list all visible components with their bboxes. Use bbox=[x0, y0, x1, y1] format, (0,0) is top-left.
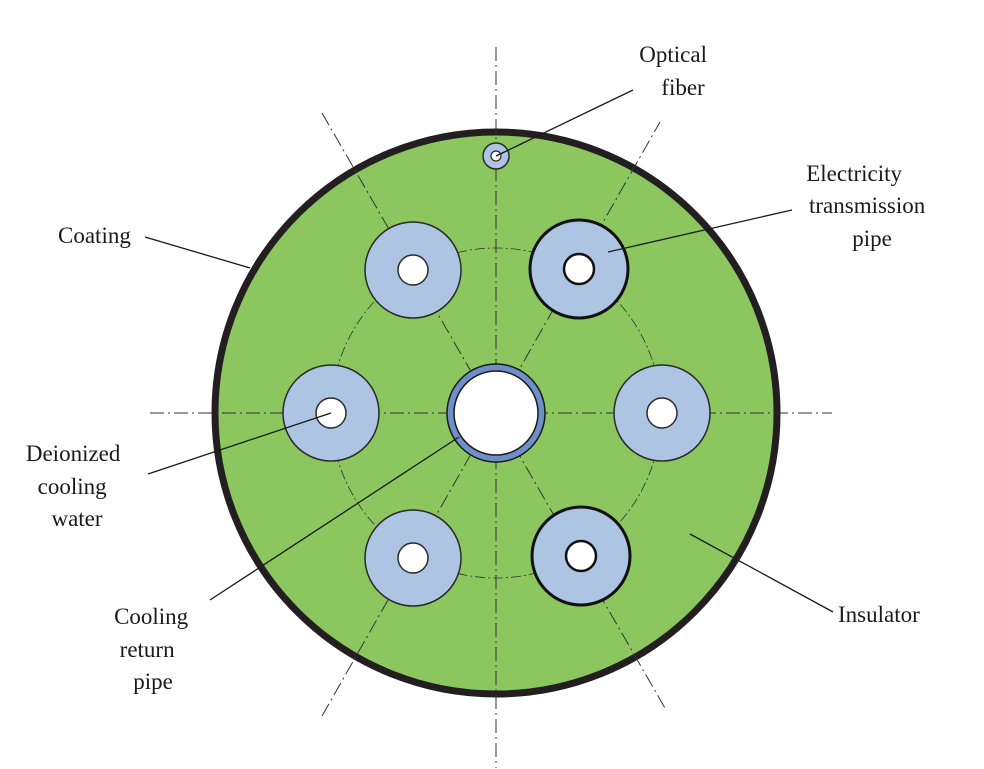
label-cooling-return-pipe-line-1: Cooling bbox=[114, 604, 189, 629]
label-electricity-pipe-line-2: transmission bbox=[809, 193, 926, 218]
label-optical-fiber-line-1: Optical bbox=[639, 42, 707, 67]
leader-lines bbox=[144, 89, 834, 613]
label-coating-line-1: Coating bbox=[58, 223, 131, 248]
pipe-hole bbox=[562, 252, 596, 286]
label-cooling-return-pipe-line-3: pipe bbox=[133, 669, 173, 694]
pipe-hole bbox=[646, 397, 678, 429]
label-cooling-return-pipe-line-2: return bbox=[120, 637, 175, 662]
label-insulator: Insulator bbox=[838, 602, 920, 627]
label-insulator-line-1: Insulator bbox=[838, 602, 920, 627]
label-electricity-pipe-line-3: pipe bbox=[852, 226, 892, 251]
pipe-top-left bbox=[364, 221, 462, 319]
label-deionized-water-line-3: water bbox=[51, 506, 102, 531]
pipe-hole bbox=[564, 539, 598, 573]
leader-optical-fiber bbox=[495, 89, 634, 157]
leader-insulator bbox=[689, 533, 834, 613]
cooling-return-pipe bbox=[446, 363, 546, 463]
pipe-right bbox=[613, 364, 711, 462]
leader-coating bbox=[144, 236, 251, 269]
label-cooling-return-pipe: Cooling return pipe bbox=[114, 604, 194, 694]
pipe-hole bbox=[397, 254, 429, 286]
label-electricity-pipe: Electricity transmission pipe bbox=[806, 161, 931, 251]
label-electricity-pipe-line-1: Electricity bbox=[806, 161, 902, 186]
pipe-bottom-right bbox=[530, 505, 632, 607]
leader-electricity-pipe bbox=[607, 209, 793, 253]
label-coating: Coating bbox=[58, 223, 131, 248]
pipe-hole bbox=[397, 542, 429, 574]
label-optical-fiber: Optical fiber bbox=[639, 42, 712, 100]
leader-cooling-return bbox=[209, 436, 460, 601]
pipe-top-right bbox=[528, 218, 630, 320]
leader-deionized-water bbox=[147, 412, 332, 475]
label-optical-fiber-line-2: fiber bbox=[661, 75, 705, 100]
label-deionized-water: Deionized cooling water bbox=[26, 441, 126, 531]
label-deionized-water-line-1: Deionized bbox=[26, 441, 121, 466]
label-deionized-water-line-2: cooling bbox=[38, 474, 107, 499]
pipe-bottom-left bbox=[364, 509, 462, 607]
